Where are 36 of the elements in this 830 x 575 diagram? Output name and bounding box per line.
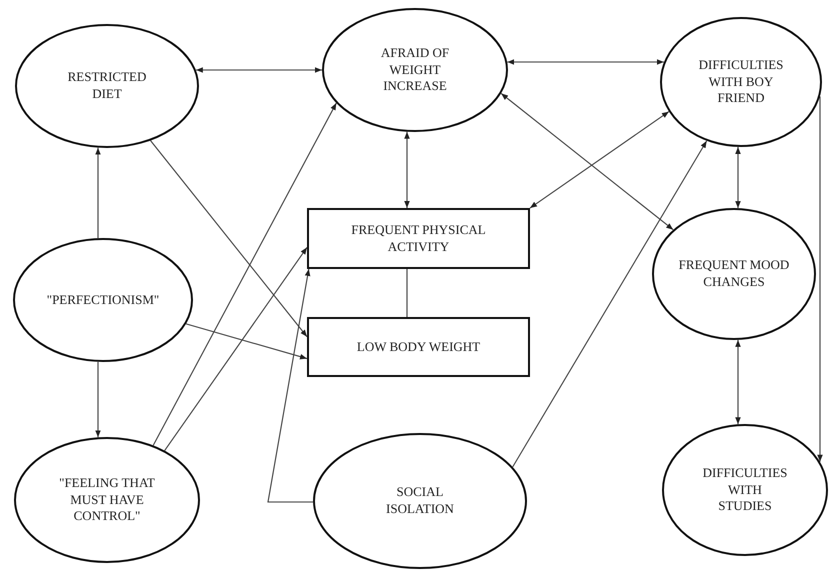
ellipse-node xyxy=(13,238,193,362)
node-label: DIFFICULTIES WITH STUDIES xyxy=(702,464,788,516)
arrow xyxy=(164,247,308,451)
arrow xyxy=(500,92,674,230)
ellipse-node xyxy=(322,8,508,132)
node-label: AFRAID OF WEIGHT INCREASE xyxy=(380,44,450,96)
arrow xyxy=(735,146,741,208)
arrow xyxy=(196,67,322,73)
arrow xyxy=(152,102,337,446)
process-box xyxy=(307,208,530,269)
node-label: "FEELING THAT MUST HAVE CONTROL" xyxy=(58,474,156,526)
arrow xyxy=(512,140,708,468)
arrow xyxy=(404,132,410,208)
node-label: "PERFECTIONISM" xyxy=(46,292,160,308)
node-label: DIFFICULTIES WITH BOY FRIEND xyxy=(698,56,784,108)
arrow xyxy=(95,148,101,238)
node-label: FREQUENT PHYSICAL ACTIVITY xyxy=(350,222,487,256)
node-label: SOCIAL ISOLATION xyxy=(385,484,455,518)
ellipse-node xyxy=(652,208,816,340)
node-label: RESTRICTED DIET xyxy=(66,69,148,103)
arrow xyxy=(186,323,308,360)
arrow xyxy=(150,140,308,338)
arrow xyxy=(95,362,101,438)
ellipse-node xyxy=(662,424,828,556)
ellipse-node xyxy=(313,433,527,569)
process-box xyxy=(307,317,530,377)
node-label: FREQUENT MOOD CHANGES xyxy=(678,257,790,291)
arrow xyxy=(507,59,664,65)
ellipse-node xyxy=(14,437,200,563)
arrow xyxy=(735,340,741,424)
ellipse-node xyxy=(15,24,199,148)
ellipse-node xyxy=(660,17,822,147)
node-label: LOW BODY WEIGHT xyxy=(356,338,482,356)
arrow xyxy=(817,96,823,462)
arrow xyxy=(267,268,313,503)
arrow xyxy=(530,111,670,208)
